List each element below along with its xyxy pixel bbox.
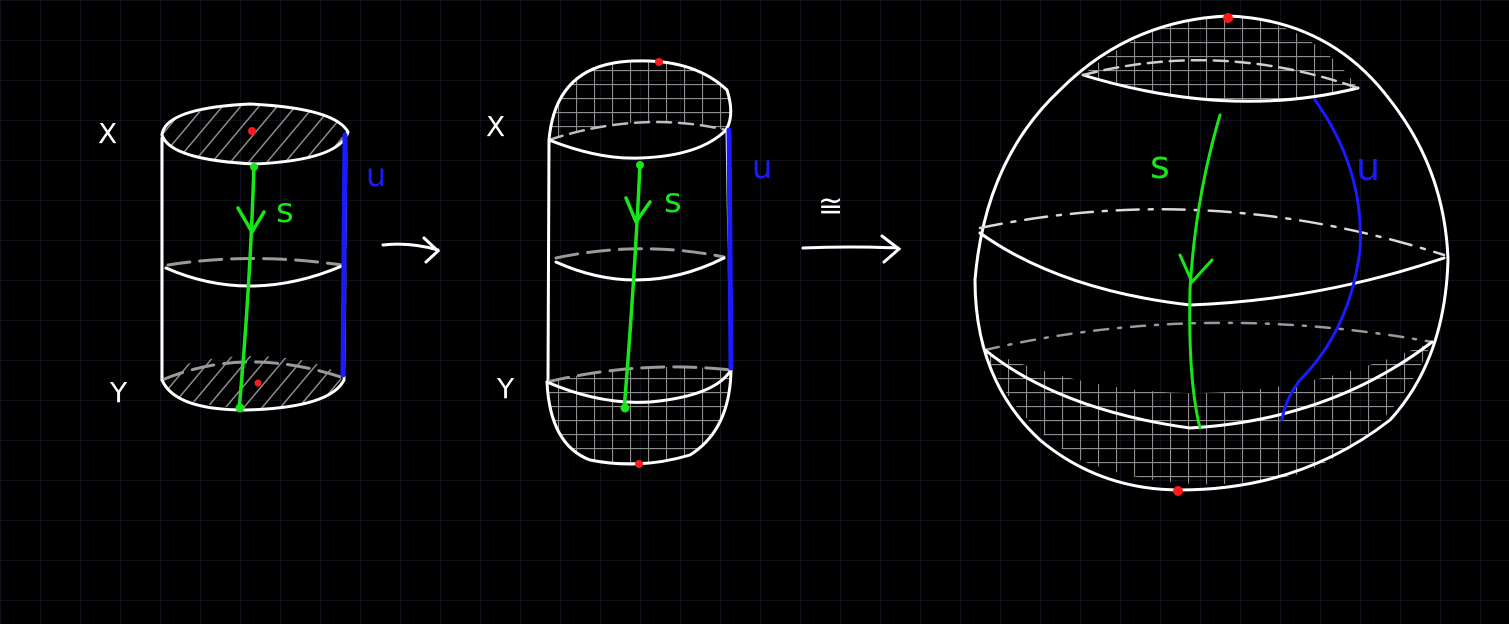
label-y1: Y [109,376,128,409]
label-x2: X [486,110,505,143]
capped-left-side [548,140,549,382]
label-y2: Y [496,372,515,405]
label-x1: X [98,117,117,150]
label-u3: u [1356,145,1380,189]
label-u2: u [752,148,772,186]
sphere-bottom-point [1173,486,1183,496]
label-s3: s [1150,143,1170,187]
label-u1: u [366,156,386,194]
capped-top-point [655,58,663,66]
cylinder-bottom-point [255,380,262,387]
label-isomorphic: ≅ [818,189,843,224]
label-s1: s [276,191,294,231]
sphere-top-point [1223,13,1233,23]
cylinder-s-start [250,163,258,171]
capped-bottom-point [635,460,643,468]
cylinder-s-end [236,404,245,413]
cylinder-top-point [248,127,256,135]
cylinder-path-u [343,135,345,375]
label-s2: s [664,181,682,221]
capped-path-u [729,130,731,368]
capped-s-end [621,404,630,413]
capped-s-start [636,161,644,169]
